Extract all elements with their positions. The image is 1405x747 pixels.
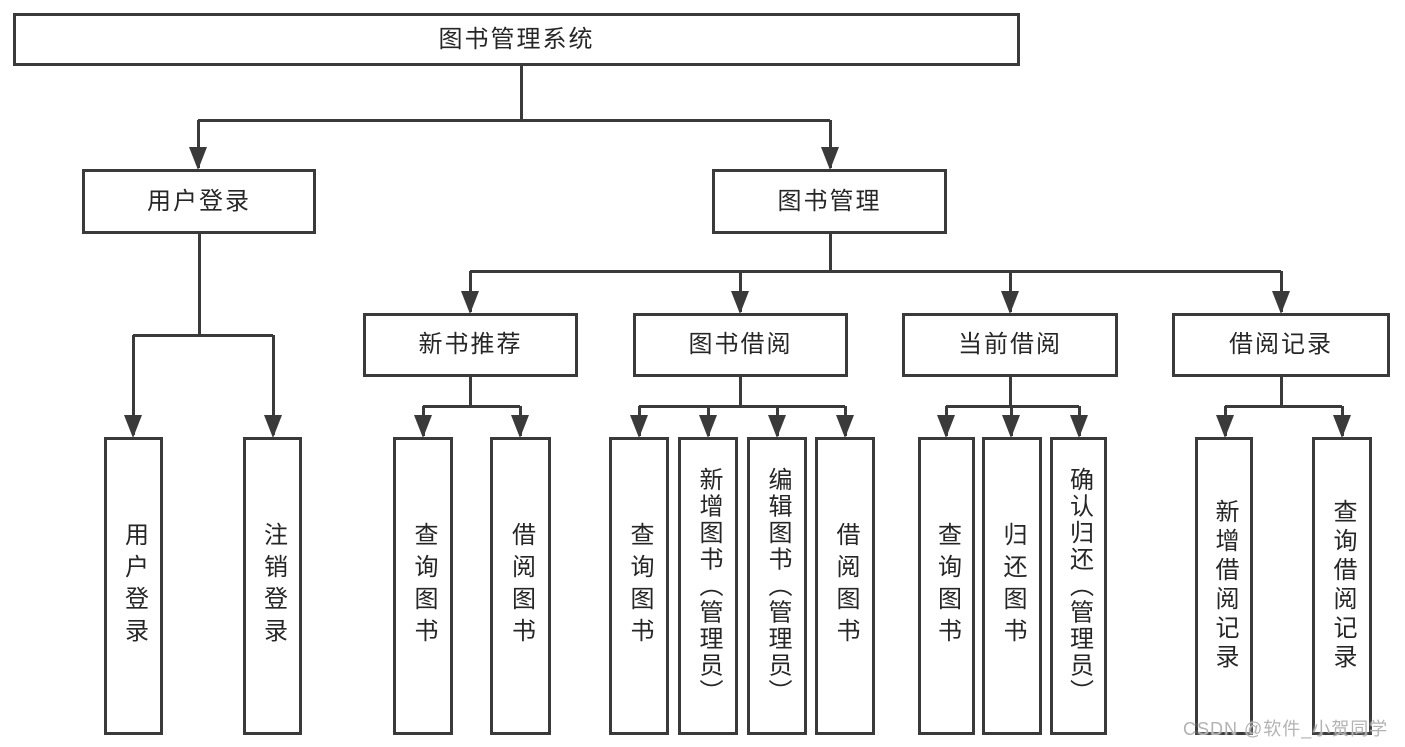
node-root: 图书管理系统	[13, 13, 1020, 66]
connector-line-vertical	[1279, 377, 1283, 406]
node-leaf-borrow-books-borrowing: 借阅图书	[815, 437, 875, 735]
arrowhead-down-icon	[124, 415, 142, 438]
arrowhead-down-icon	[937, 415, 955, 438]
node-leaf-add-borrow-record: 新增借阅记录	[1195, 437, 1253, 735]
connector-line-horizontal	[1225, 404, 1342, 408]
connector-line-vertical	[738, 377, 742, 406]
arrowhead-down-icon	[1272, 291, 1290, 314]
connector-line-vertical	[468, 377, 472, 406]
arrowhead-down-icon	[189, 147, 207, 170]
connector-line-vertical	[131, 335, 135, 435]
node-leaf-edit-books-admin: 编辑图书（管理员）	[747, 437, 807, 735]
node-leaf-borrow-books-recommend: 借阅图书	[490, 437, 551, 735]
node-leaf-query-books-borrowing: 查询图书	[609, 437, 669, 735]
arrowhead-down-icon	[1333, 415, 1351, 438]
node-leaf-query-books-recommend: 查询图书	[393, 437, 453, 735]
connector-line-vertical	[197, 234, 201, 335]
arrowhead-down-icon	[699, 415, 717, 438]
node-leaf-query-books-current: 查询图书	[918, 437, 975, 735]
connector-line-vertical	[196, 120, 200, 168]
connector-line-vertical	[828, 234, 832, 271]
node-book-management-branch: 图书管理	[712, 169, 947, 234]
connector-line-horizontal	[133, 333, 273, 337]
connector-line-horizontal	[198, 118, 830, 122]
arrowhead-down-icon	[836, 415, 854, 438]
arrowhead-down-icon	[1002, 415, 1020, 438]
arrowhead-down-icon	[461, 291, 479, 314]
node-borrowing-records: 借阅记录	[1172, 313, 1390, 377]
node-user-login-branch: 用户登录	[82, 169, 316, 234]
arrowhead-down-icon	[630, 415, 648, 438]
csdn-watermark: CSDN @软件_小贺同学	[1183, 719, 1389, 739]
connector-line-horizontal	[946, 404, 1079, 408]
connector-line-horizontal	[470, 269, 1281, 273]
connector-line-vertical	[271, 335, 275, 435]
node-leaf-user-login: 用户登录	[104, 437, 163, 735]
arrowhead-down-icon	[821, 147, 839, 170]
arrowhead-down-icon	[1216, 415, 1234, 438]
connector-line-horizontal	[423, 404, 520, 408]
arrowhead-down-icon	[731, 291, 749, 314]
node-new-book-recommend: 新书推荐	[363, 313, 578, 377]
node-leaf-add-books-admin: 新增图书（管理员）	[678, 437, 738, 735]
node-leaf-return-books: 归还图书	[982, 437, 1042, 735]
node-leaf-logout: 注销登录	[243, 437, 302, 735]
node-current-borrowing: 当前借阅	[902, 313, 1118, 377]
connector-line-vertical	[1008, 377, 1012, 406]
arrowhead-down-icon	[414, 415, 432, 438]
connector-line-horizontal	[639, 404, 845, 408]
node-leaf-confirm-return-admin: 确认归还（管理员）	[1050, 437, 1107, 735]
arrowhead-down-icon	[768, 415, 786, 438]
connector-line-vertical	[519, 66, 523, 120]
arrowhead-down-icon	[264, 415, 282, 438]
connector-line-vertical	[828, 120, 832, 168]
node-leaf-query-borrow-record: 查询借阅记录	[1312, 437, 1372, 735]
arrowhead-down-icon	[1070, 415, 1088, 438]
arrowhead-down-icon	[511, 415, 529, 438]
node-book-borrowing: 图书借阅	[633, 313, 848, 377]
arrowhead-down-icon	[1001, 291, 1019, 314]
